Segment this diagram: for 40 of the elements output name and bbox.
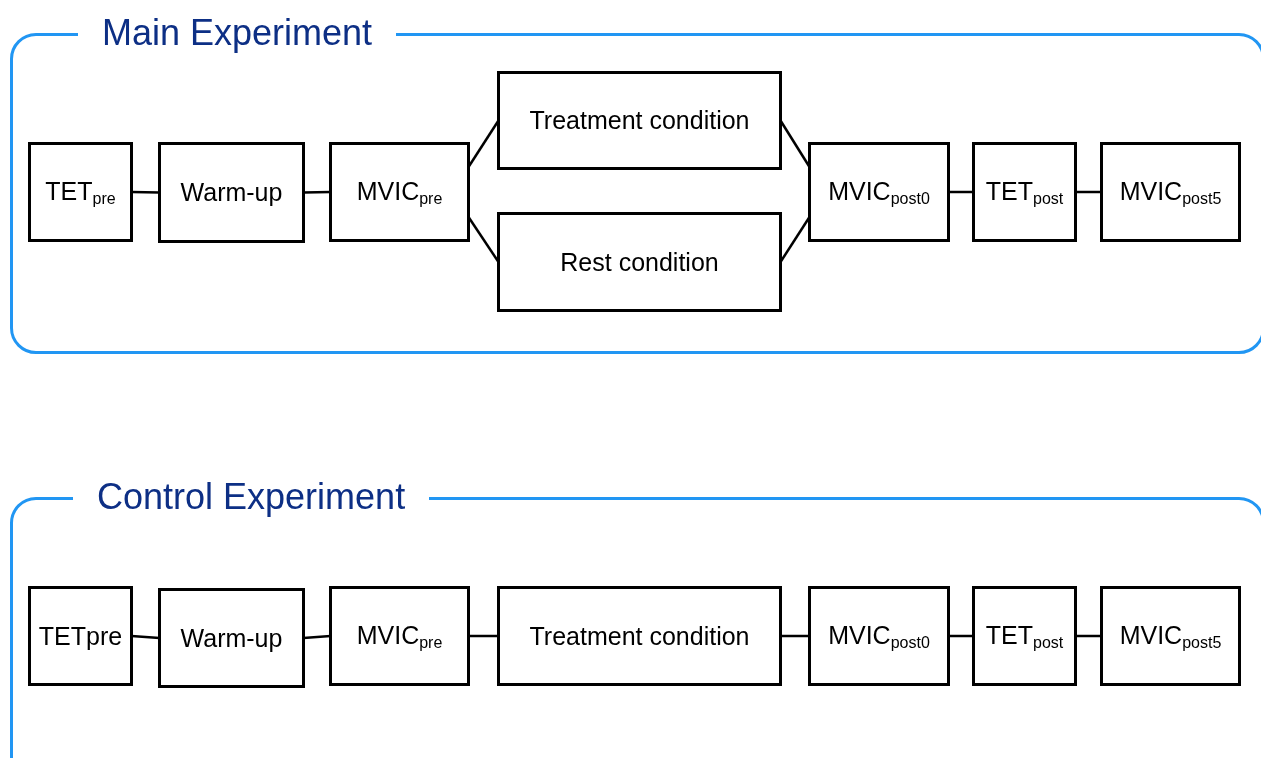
connector-line bbox=[1075, 190, 1102, 194]
step-box bbox=[329, 586, 470, 686]
connector-line bbox=[131, 634, 160, 640]
connector-line bbox=[948, 634, 974, 638]
connector-line bbox=[1075, 634, 1102, 638]
step-box bbox=[497, 71, 782, 170]
step-box bbox=[972, 586, 1077, 686]
step-label: TETpre bbox=[38, 621, 123, 651]
step-box bbox=[497, 586, 782, 686]
step-label: Rest condition bbox=[560, 247, 719, 277]
connector-line bbox=[948, 190, 974, 194]
step-box bbox=[972, 142, 1077, 242]
step-label: MVIC$_{pre}$ bbox=[356, 176, 443, 208]
step-label: MVIC$_{post0}$ bbox=[828, 176, 930, 208]
step-box bbox=[158, 588, 305, 688]
step-label: MVIC$_{post5}$ bbox=[1119, 176, 1222, 208]
step-box bbox=[1100, 586, 1241, 686]
step-box bbox=[808, 586, 950, 686]
step-box bbox=[28, 586, 133, 686]
step-label: Warm-up bbox=[180, 623, 283, 653]
connector-line bbox=[303, 634, 331, 640]
step-label: Warm-up bbox=[180, 178, 283, 207]
step-label: MVIC$_{pre}$ bbox=[356, 620, 443, 652]
step-label: MVIC$_{post0}$ bbox=[828, 620, 930, 652]
step-label: Treatment condition bbox=[529, 621, 750, 651]
step-box bbox=[158, 142, 305, 243]
connector-line bbox=[780, 634, 810, 638]
step-box bbox=[1100, 142, 1241, 242]
connector-line bbox=[468, 634, 499, 638]
connector-line bbox=[131, 190, 160, 194]
step-label: TET$_{post}$ bbox=[985, 620, 1064, 652]
step-label: TET$_{post}$ bbox=[985, 176, 1064, 208]
step-box bbox=[497, 212, 782, 312]
step-label: MVIC$_{post5}$ bbox=[1119, 620, 1222, 652]
step-label: Treatment condition bbox=[529, 106, 750, 135]
step-box bbox=[329, 142, 470, 242]
step-box bbox=[808, 142, 950, 242]
step-box bbox=[28, 142, 133, 242]
connector-line bbox=[303, 190, 331, 194]
step-label: TET$_{pre}$ bbox=[45, 176, 116, 208]
